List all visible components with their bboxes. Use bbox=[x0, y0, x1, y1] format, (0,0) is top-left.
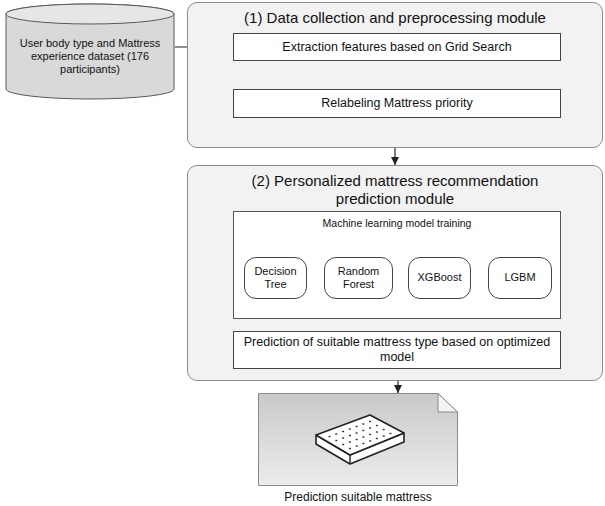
process-box: Extraction features based on Grid Search bbox=[233, 33, 561, 61]
model-pill: Random Forest bbox=[324, 257, 393, 299]
flow-arrow bbox=[397, 381, 398, 393]
document-shape bbox=[259, 394, 458, 486]
model-pill: Decision Tree bbox=[244, 257, 307, 299]
node-label: Machine learning model training bbox=[234, 217, 560, 230]
node-label: Decision Tree bbox=[248, 265, 303, 291]
node-label: Relabeling Mattress priority bbox=[321, 96, 472, 111]
model-pill: LGBM bbox=[488, 257, 552, 299]
node-label: Extraction features based on Grid Search bbox=[282, 40, 511, 55]
node-label: XGBoost bbox=[417, 271, 461, 284]
model-pill: XGBoost bbox=[408, 257, 471, 299]
group-box: Machine learning model trainingDecision … bbox=[233, 211, 561, 319]
node-label: Prediction of suitable mattress type bas… bbox=[240, 335, 554, 365]
node-label: Prediction suitable mattress bbox=[258, 490, 458, 504]
process-box: Relabeling Mattress priority bbox=[233, 89, 561, 118]
cylinder-top bbox=[6, 4, 174, 24]
flow-arrow bbox=[394, 148, 395, 165]
node-label: LGBM bbox=[504, 271, 535, 284]
node-label: User body type and Mattress experience d… bbox=[15, 37, 165, 77]
document-fold bbox=[438, 394, 458, 413]
mattress-icon bbox=[316, 415, 404, 464]
document-outline bbox=[258, 393, 458, 486]
cylinder-body bbox=[6, 4, 174, 99]
output-document: Prediction suitable mattress bbox=[258, 393, 458, 505]
module-panel: (1) Data collection and preprocessing mo… bbox=[187, 2, 603, 148]
dataset-cylinder: User body type and Mattress experience d… bbox=[5, 3, 175, 100]
module-panel: (2) Personalized mattress recommendation… bbox=[187, 165, 603, 381]
node-label: (2) Personalized mattress recommendation… bbox=[230, 172, 560, 208]
node-label: Random Forest bbox=[328, 265, 389, 291]
node-label: (1) Data collection and preprocessing mo… bbox=[230, 9, 560, 27]
process-box: Prediction of suitable mattress type bas… bbox=[233, 331, 561, 369]
